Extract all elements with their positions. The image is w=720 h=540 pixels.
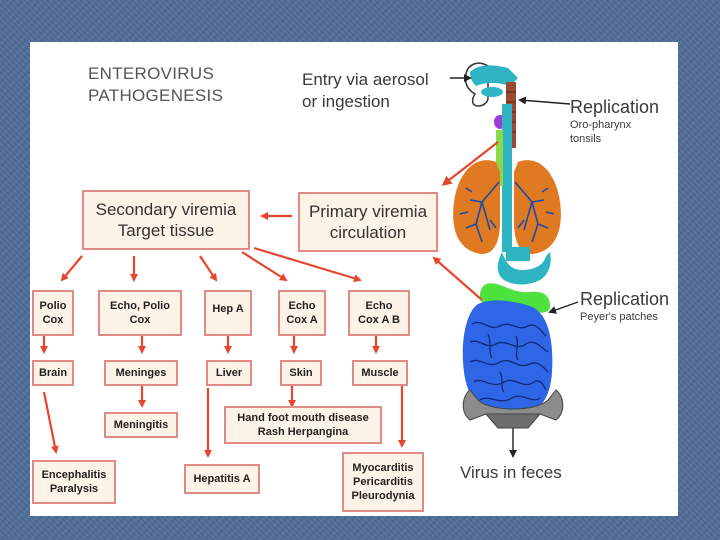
body-illustration: [453, 62, 564, 458]
disease-box-myocarditis: Myocarditis Pericarditis Pleurodynia: [342, 452, 424, 512]
secondary-viremia-line-2: Target tissue: [117, 221, 215, 240]
primary-viremia-line-1: Primary viremia: [308, 202, 428, 221]
tonsils-text: tonsils: [570, 133, 602, 145]
virus-line-2: Cox: [129, 314, 151, 326]
disease-box-meningitis: Meningitis: [104, 412, 178, 438]
entry-line-2: or ingestion: [302, 92, 390, 111]
title-line-2: PATHOGENESIS: [88, 86, 224, 105]
secondary-viremia-line-1: Secondary viremia: [95, 200, 237, 219]
disease-box-hepatitis: Hepatitis A: [184, 464, 260, 494]
pericarditis-line-2: Pericarditis: [353, 476, 413, 488]
organ-box-meninges: Meninges: [104, 360, 178, 386]
virus-in-feces-label: Virus in feces: [460, 463, 562, 482]
pelvis: [462, 389, 564, 421]
peyers-patches-text: Peyer's patches: [580, 311, 658, 323]
virus-box-hep-a: Hep A: [204, 290, 252, 336]
virus-box-polio-cox: Polio Cox: [32, 290, 74, 336]
myocarditis-line-1: Myocarditis: [352, 462, 414, 474]
peyers-pointer: [548, 301, 579, 314]
organ-box-muscle: Muscle: [352, 360, 408, 386]
virus-line-1: Echo, Polio: [110, 300, 170, 312]
encephalitis-line-1: Encephalitis: [41, 469, 107, 481]
virus-line-1: Hep A: [212, 303, 244, 315]
hfmd-line-2: Rash Herpangina: [257, 426, 349, 438]
virus-line-2: Cox: [42, 314, 64, 326]
entry-line-1: Entry via aerosol: [302, 70, 429, 89]
virus-line-1: Polio: [39, 300, 67, 312]
secondary-viremia-box: Secondary viremia Target tissue: [82, 190, 250, 250]
virus-line-2: Cox A B: [358, 314, 400, 326]
replication-peyers-title: Replication: [580, 289, 670, 309]
trachea: [496, 130, 503, 186]
organ-box-liver: Liver: [206, 360, 252, 386]
replication-peyers-label: Replication Peyer's patches: [580, 288, 669, 324]
diagram-graphics: [40, 62, 579, 458]
left-lung: [453, 160, 500, 254]
diagram-title: ENTEROVIRUS PATHOGENESIS: [88, 63, 223, 107]
organ-box-brain: Brain: [32, 360, 74, 386]
slide: ENTEROVIRUS PATHOGENESIS Entry via aeros…: [30, 42, 678, 516]
primary-viremia-line-2: circulation: [329, 223, 407, 242]
hfmd-line-1: Hand foot mouth disease: [237, 412, 369, 424]
virus-line-1: Echo: [288, 300, 316, 312]
replication-oropharynx-label: Replication Oro-pharynx tonsils: [570, 96, 659, 146]
tongue: [481, 87, 503, 97]
oropharynx-text: Oro-pharynx: [570, 119, 632, 131]
stomach-neck: [506, 247, 530, 261]
stomach: [497, 252, 551, 285]
primary-viremia-box: Primary viremia circulation: [298, 192, 438, 252]
disease-box-encephalitis: Encephalitis Paralysis: [32, 460, 116, 504]
title-line-1: ENTEROVIRUS: [88, 64, 215, 83]
right-lung: [514, 160, 561, 254]
organ-box-skin: Skin: [280, 360, 322, 386]
oropharynx-pointer: [518, 96, 571, 105]
virus-line-2: Cox A: [286, 314, 318, 326]
virus-box-echo-cox-ab: Echo Cox A B: [348, 290, 410, 336]
virus-line-1: Echo: [365, 300, 393, 312]
esophagus: [502, 104, 512, 252]
disease-box-hfmd: Hand foot mouth disease Rash Herpangina: [224, 406, 382, 444]
pleurodynia-line-3: Pleurodynia: [351, 490, 415, 502]
virus-box-echo-polio-cox: Echo, Polio Cox: [98, 290, 182, 336]
nasopharynx: [470, 65, 518, 86]
encephalitis-line-2: Paralysis: [49, 483, 99, 495]
intestines: [462, 300, 553, 417]
replication-oropharynx-title: Replication: [570, 97, 660, 117]
flow-arrows: [40, 141, 499, 458]
entry-label: Entry via aerosol or ingestion: [302, 69, 429, 113]
virus-box-echo-cox-a: Echo Cox A: [278, 290, 326, 336]
